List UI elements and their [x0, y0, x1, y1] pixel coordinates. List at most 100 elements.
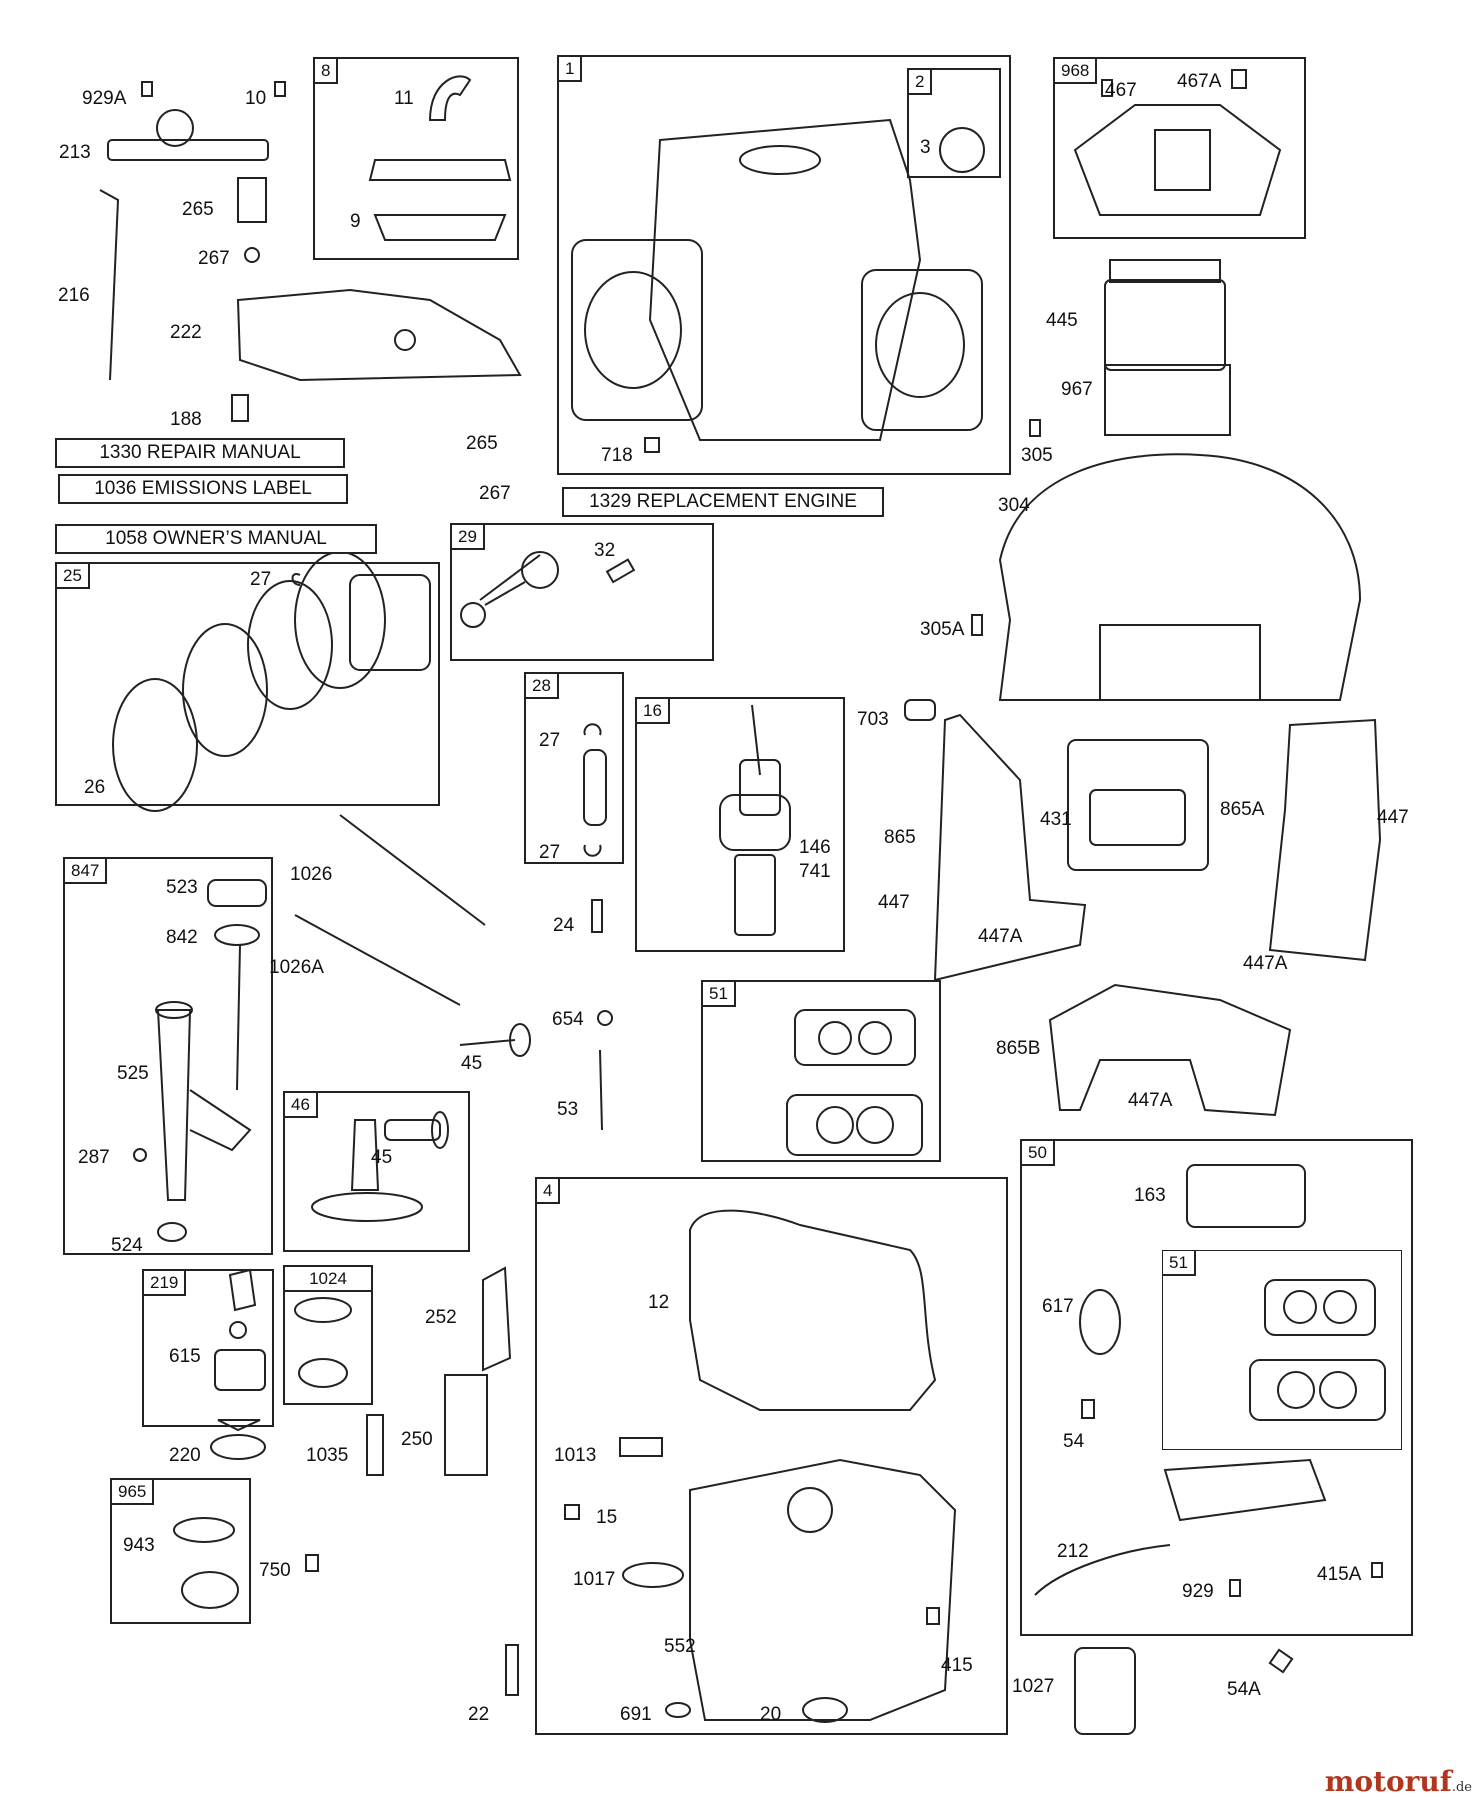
note-owners-manual: 1058 OWNER’S MANUAL	[55, 524, 377, 554]
part-label: 265	[466, 433, 498, 454]
part-label: 53	[557, 1099, 579, 1120]
group-box-25: 25	[55, 562, 440, 806]
part-label: 216	[58, 285, 90, 306]
group-box-1024: 1024	[283, 1265, 373, 1405]
part-label: 467A	[1177, 71, 1222, 92]
group-box-8: 8	[313, 57, 519, 260]
part-label: 447A	[1128, 1090, 1173, 1111]
valve-and-stud	[459, 1010, 613, 1131]
group-number: 25	[57, 564, 90, 589]
part-label: 447	[1377, 807, 1409, 828]
part-label: 15	[596, 1507, 618, 1528]
part-label: 220	[169, 1445, 201, 1466]
piston-pin	[583, 723, 607, 857]
group-box-4: 4	[535, 1177, 1008, 1735]
breather-parts	[368, 75, 512, 241]
dipstick-tube	[133, 879, 267, 1242]
part-label: 27	[250, 569, 272, 590]
part-label: 1026	[290, 864, 333, 885]
part-label: 552	[664, 1636, 696, 1657]
part-label: 750	[259, 1560, 291, 1581]
part-label: 305A	[920, 619, 965, 640]
group-box-965: 965	[110, 1478, 251, 1624]
group-number: 2	[909, 70, 933, 95]
group-box-2: 2	[907, 68, 1001, 178]
group-number: 29	[452, 525, 485, 550]
note-emissions-label: 1036 EMISSIONS LABEL	[58, 474, 348, 504]
shrouds	[904, 699, 1382, 1117]
part-label: 32	[594, 540, 616, 561]
part-label: 447A	[978, 926, 1023, 947]
part-label: 967	[1061, 379, 1093, 400]
part-label: 865A	[1220, 799, 1265, 820]
misc-parts	[173, 1266, 1294, 1735]
part-label: 27	[539, 730, 561, 751]
part-label: 1027	[1012, 1676, 1055, 1697]
part-label: 691	[620, 1704, 652, 1725]
part-label: 267	[198, 248, 230, 269]
part-label: 865B	[996, 1038, 1041, 1059]
part-label: 11	[394, 88, 414, 109]
group-number: 51	[1163, 1251, 1196, 1276]
engine-block	[571, 118, 985, 453]
part-label: 842	[166, 927, 198, 948]
part-label: 26	[84, 777, 106, 798]
part-label: 146	[799, 837, 831, 858]
part-label: 213	[59, 142, 91, 163]
part-label: 12	[648, 1292, 670, 1313]
group-box-29: 29	[450, 523, 714, 661]
part-label: 54	[1063, 1431, 1085, 1452]
connecting-rod	[460, 551, 636, 628]
part-label: 929	[1182, 1581, 1214, 1602]
part-label: 865	[884, 827, 916, 848]
part-label: 3	[920, 137, 931, 158]
part-label: 267	[479, 483, 511, 504]
part-label: 943	[123, 1535, 155, 1556]
group-number: 968	[1055, 59, 1098, 84]
part-label: 250	[401, 1429, 433, 1450]
group-number: 1024	[285, 1267, 371, 1292]
part-label: 467	[1105, 80, 1137, 101]
part-label: 1035	[306, 1445, 349, 1466]
part-label: 304	[998, 495, 1030, 516]
part-label: 447	[878, 892, 910, 913]
part-label: 524	[111, 1235, 143, 1256]
part-label: 1013	[554, 1445, 597, 1466]
group-number: 51	[703, 982, 736, 1007]
group-number: 1	[559, 57, 583, 82]
part-label: 305	[1021, 445, 1053, 466]
part-label: 447A	[1243, 953, 1288, 974]
part-label: 45	[461, 1053, 483, 1074]
part-label: 415A	[1317, 1564, 1362, 1585]
group-box-51-inner: 51	[1162, 1250, 1402, 1450]
part-label: 9	[350, 211, 361, 232]
part-label: 188	[170, 409, 202, 430]
governor-lever	[99, 81, 522, 422]
watermark-logo: motoruf.de	[1325, 1765, 1472, 1798]
group-number: 28	[526, 674, 559, 699]
gaskets	[786, 1009, 1386, 1421]
group-box-968: 968	[1053, 57, 1306, 239]
part-label: 212	[1057, 1541, 1089, 1562]
group-number: 847	[65, 859, 108, 884]
note-replacement-engine: 1329 REPLACEMENT ENGINE	[562, 487, 884, 517]
part-label: 415	[941, 1655, 973, 1676]
part-label: 525	[117, 1063, 149, 1084]
part-label: 445	[1046, 310, 1078, 331]
part-label: 265	[182, 199, 214, 220]
group-box-46: 46	[283, 1091, 470, 1252]
part-label: 929A	[82, 88, 127, 109]
part-label: 718	[601, 445, 633, 466]
part-label: 222	[170, 322, 202, 343]
group-number: 965	[112, 1480, 155, 1505]
group-box-50: 50	[1020, 1139, 1413, 1636]
crankshaft	[719, 704, 791, 936]
group-number: 8	[315, 59, 339, 84]
air-cleaner	[971, 69, 1362, 701]
part-label: 54A	[1227, 1679, 1261, 1700]
group-box-219: 219	[142, 1269, 274, 1427]
part-label: 617	[1042, 1296, 1074, 1317]
group-number: 16	[637, 699, 670, 724]
part-label: 615	[169, 1346, 201, 1367]
gasket-and-manifold	[1034, 1164, 1383, 1597]
